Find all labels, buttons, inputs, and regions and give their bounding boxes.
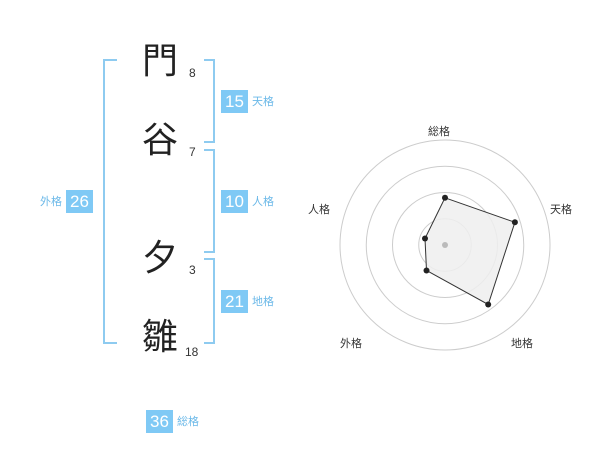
tenkaku-value: 15 (221, 90, 248, 113)
radar-point-tenkaku (511, 219, 518, 226)
jinkaku-badge: 10 人格 (221, 190, 274, 213)
name-char-3: 夕 (141, 238, 178, 279)
radar-point-jinkaku (422, 235, 428, 242)
soukaku-label: 総格 (177, 415, 199, 428)
soukaku-value: 36 (146, 410, 173, 433)
name-char-4: 雛 (141, 317, 178, 358)
radar-area (424, 197, 516, 306)
radar-ring (365, 165, 525, 325)
name-char-2: 谷 (141, 120, 178, 161)
soukaku-badge: 36 総格 (146, 410, 199, 433)
gaikaku-label: 外格 (40, 195, 62, 208)
gaikaku-bracket (103, 59, 117, 344)
jinkaku-label: 人格 (252, 195, 274, 208)
radar-point-soukaku (442, 194, 448, 201)
gaikaku-badge: 外格 26 (40, 190, 93, 213)
radar-ring (339, 139, 551, 351)
tenkaku-label: 天格 (252, 95, 274, 108)
tenkaku-bracket (204, 59, 215, 143)
stroke-count-4: 18 (185, 345, 199, 359)
jinkaku-bracket (204, 149, 215, 253)
chikaku-badge: 21 地格 (221, 290, 274, 313)
stroke-count-2: 7 (189, 145, 196, 159)
radar-point-chikaku (485, 301, 492, 308)
fortune-radar-chart (339, 139, 551, 351)
chikaku-value: 21 (221, 290, 248, 313)
radar-point-gaikaku (423, 267, 430, 274)
radar-label-tenkaku: 天格 (550, 203, 572, 216)
stroke-count-1: 8 (189, 66, 196, 80)
chikaku-label: 地格 (252, 295, 274, 308)
radar-label-jinkaku: 人格 (308, 203, 330, 216)
radar-label-soukaku: 総格 (428, 125, 450, 138)
chikaku-bracket (204, 258, 215, 344)
jinkaku-value: 10 (221, 190, 248, 213)
radar-label-gaikaku: 外格 (340, 337, 362, 350)
radar-label-chikaku: 地格 (511, 337, 533, 350)
tenkaku-badge: 15 天格 (221, 90, 274, 113)
stroke-count-3: 3 (189, 263, 196, 277)
radar-center-dot (442, 242, 448, 248)
name-char-1: 門 (141, 41, 178, 82)
gaikaku-value: 26 (66, 190, 93, 213)
